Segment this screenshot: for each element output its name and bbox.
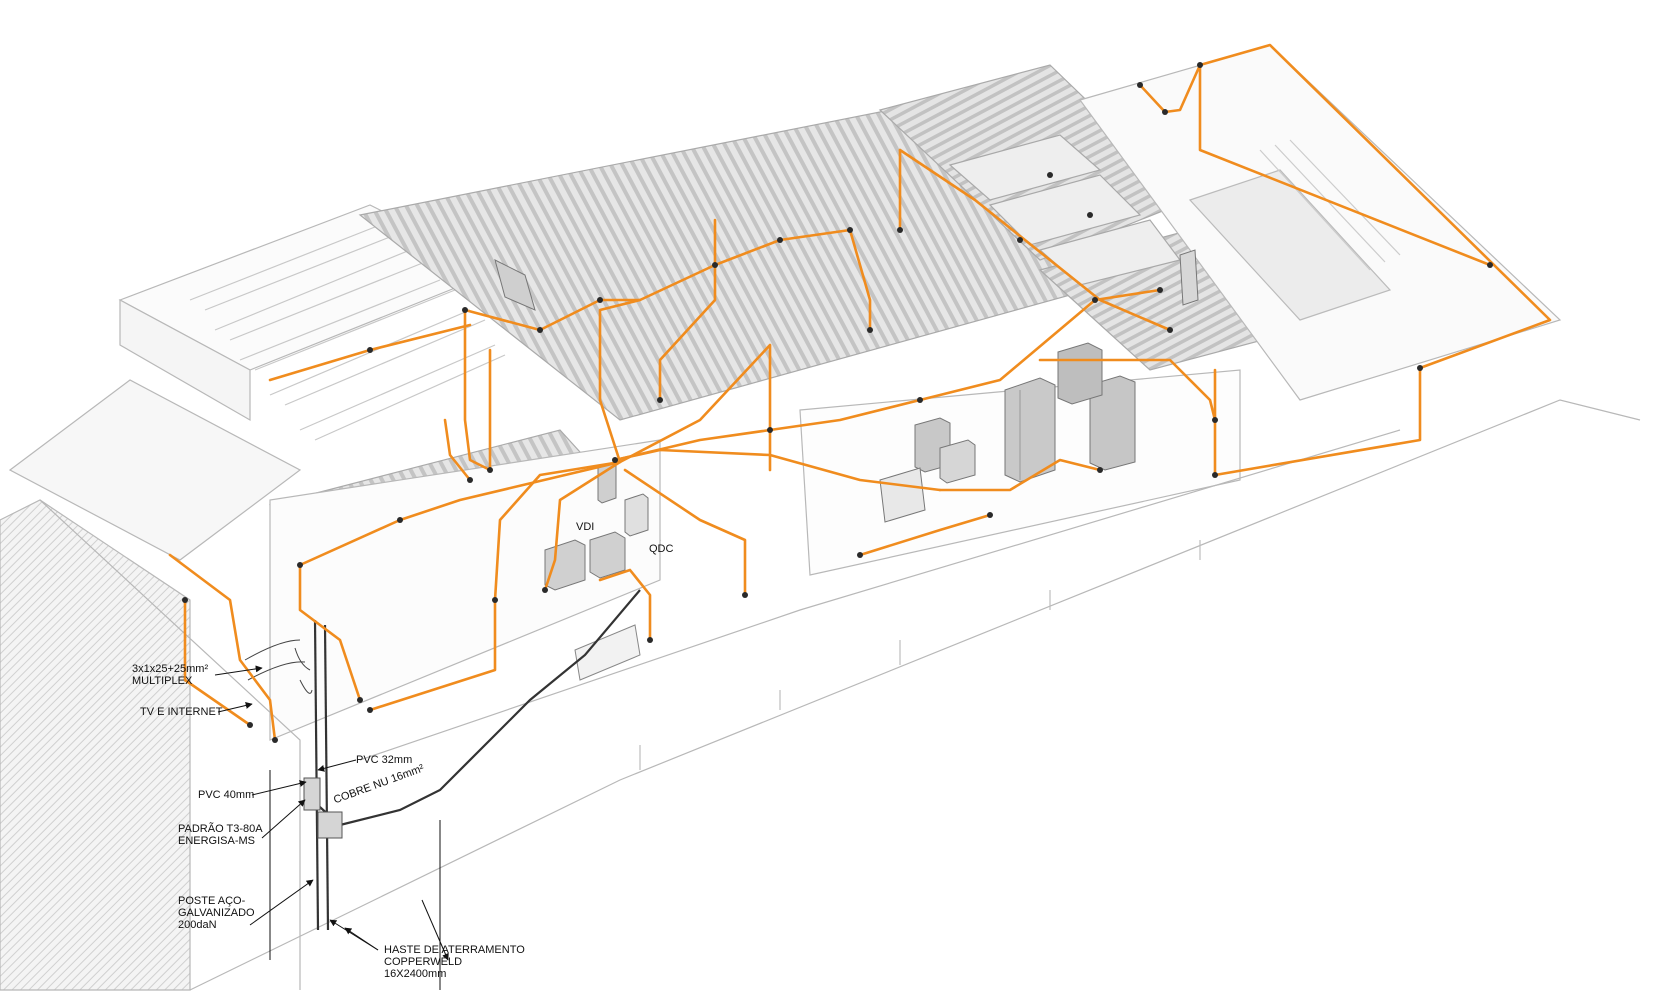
leader-pvc40 <box>251 780 307 796</box>
pool <box>1188 169 1392 321</box>
pool-steps <box>1259 139 1401 271</box>
conduit-hub-fan-3 <box>543 460 622 592</box>
conduit-right-3 <box>858 513 992 557</box>
equipment <box>494 249 1199 681</box>
conduit-front-1 <box>298 563 362 702</box>
leader-multiplex <box>214 665 263 676</box>
sidewalk-edge <box>39 499 301 990</box>
conduit-roof-2 <box>658 218 717 402</box>
junction-points <box>182 62 1493 743</box>
tag-qdc: QDC <box>649 543 674 555</box>
callout-leaders <box>214 665 449 990</box>
conduit-roof-3 <box>848 228 872 332</box>
label-poste: POSTE AÇO- GALVANIZADO 200daN <box>178 895 255 931</box>
left-sidewalk <box>0 499 191 991</box>
leader-poste <box>249 879 314 926</box>
tall-cabinet <box>1089 375 1136 471</box>
gate-panel <box>574 624 641 681</box>
washer-units <box>914 417 976 484</box>
lot-boundary <box>189 399 1641 991</box>
conduit-hub-fan-6 <box>623 468 747 597</box>
window-unit <box>879 467 926 523</box>
leader-cobre <box>421 899 449 961</box>
conduit-roof-4 <box>463 308 492 472</box>
ceiling-panels <box>948 134 1182 286</box>
conduit-hub-fan-5 <box>618 343 772 472</box>
refrigerator <box>1004 377 1056 483</box>
leader-padrao <box>261 799 306 839</box>
oven-unit <box>1057 342 1103 405</box>
conduit-hub-fan-4 <box>598 298 642 464</box>
conduit-right-1 <box>1038 358 1217 422</box>
conduit-front-2 <box>168 553 277 742</box>
qdc-panel <box>624 493 649 537</box>
leader-pvc32 <box>317 759 357 772</box>
ground-box <box>317 811 343 839</box>
conduit-kitchen-1 <box>613 288 1162 462</box>
tag-vdi: VDI <box>576 521 595 533</box>
label-tv-internet: TV E INTERNET <box>140 706 223 718</box>
label-haste: HASTE DE ATERRAMENTO COPPERWELD 16X2400m… <box>384 944 525 980</box>
roof-vent <box>494 249 1199 311</box>
conduit-right-5 <box>898 148 1172 332</box>
ground-conductor <box>339 589 641 827</box>
wall-ticks <box>639 540 1201 770</box>
conduit-hub-fan-2 <box>368 460 622 712</box>
conduit-hub-fan <box>298 460 622 567</box>
building-structure <box>0 44 1641 991</box>
label-multiplex: 3x1x25+25mm² MULTIPLEX <box>132 663 209 687</box>
lot-boundary-inner <box>359 429 1401 761</box>
label-pvc-40: PVC 40mm <box>198 789 255 801</box>
left-wing-wall <box>119 298 251 422</box>
conduit-pool-small <box>1138 63 1202 114</box>
service-boxes <box>303 777 343 839</box>
conduit-pool-mid <box>1198 63 1492 267</box>
service-riser-2 <box>323 624 330 931</box>
conduit-gate <box>598 568 652 642</box>
leader-haste-2 <box>344 927 379 951</box>
left-terrace <box>8 379 302 561</box>
leader-tv <box>217 702 253 713</box>
conduit-window-left <box>443 418 472 482</box>
meter-box <box>303 777 321 811</box>
service-riser <box>313 619 320 931</box>
conduit-right-2 <box>938 458 1102 492</box>
label-pvc-32: PVC 32mm <box>356 754 413 766</box>
label-padrao: PADRÃO T3-80A ENERGISA-MS <box>178 823 263 847</box>
front-wall <box>269 439 661 741</box>
